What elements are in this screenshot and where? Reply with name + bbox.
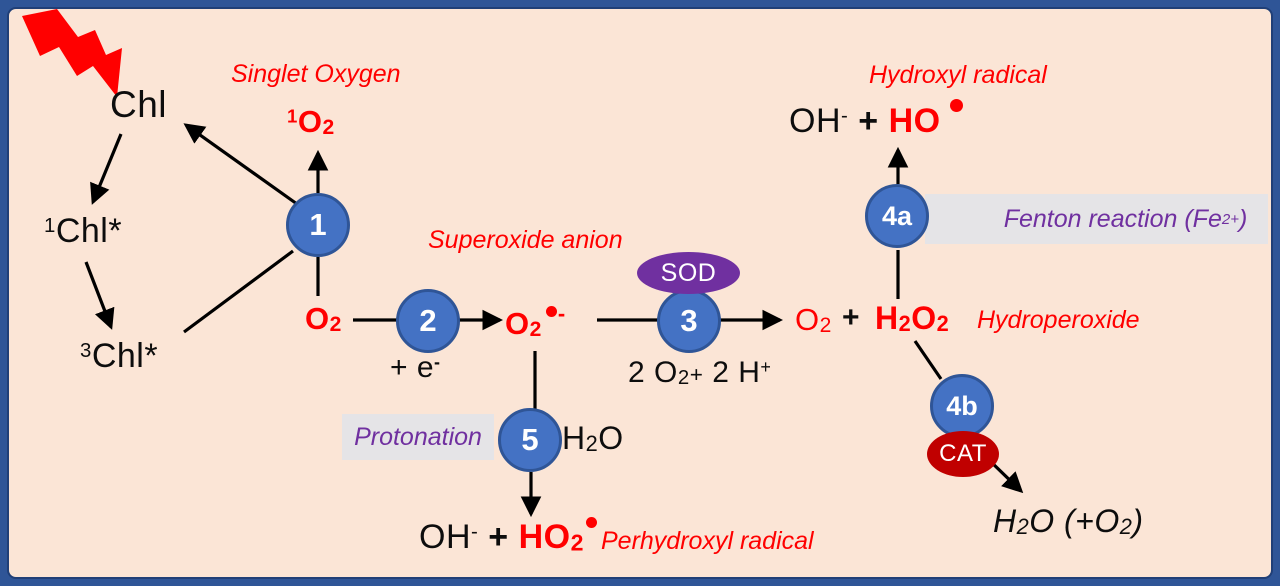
step-5-label: 5 (521, 422, 539, 457)
perhydroxyl-products-formula: OH- + HO2 (419, 517, 597, 557)
step-4a-label: 4a (881, 200, 913, 231)
fenton-text-close: ) (1238, 204, 1248, 233)
triplet-chl-node: 3Chl* (80, 337, 159, 375)
oxygen-product-formula: O2 (795, 302, 832, 338)
line-3chl-to-1 (183, 249, 294, 334)
h2o2-formula: H2O2 (875, 300, 950, 337)
step-1-label: 1 (309, 207, 327, 242)
water-formula: H2O (562, 420, 624, 457)
electron-label: + e- (390, 351, 441, 384)
fenton-superscript: 2+ (1221, 210, 1239, 228)
step-4b-label: 4b (946, 390, 978, 421)
hydroxyl-products-formula: OH- + HO (789, 99, 963, 141)
superoxide-anion-label: Superoxide anion (428, 226, 623, 254)
diagram-panel (7, 7, 1273, 579)
radical-dot-icon (949, 99, 963, 112)
perhydroxyl-radical-label: Perhydroxyl radical (601, 527, 814, 555)
plus-sign: + (842, 301, 861, 334)
step-circle-4a: 4a (865, 184, 929, 248)
hydroperoxide-label: Hydroperoxide (977, 306, 1140, 334)
chl-node: Chl (110, 84, 168, 125)
sod-label: SOD (660, 258, 717, 287)
cat-label: CAT (939, 440, 987, 467)
singlet-oxygen-label: Singlet Oxygen (231, 60, 401, 88)
step-circle-2: 2 (396, 289, 460, 353)
singlet-o2-formula: 1O2 (287, 104, 335, 140)
protonation-label: Protonation (354, 422, 482, 451)
sod-enzyme-badge: SOD (637, 252, 740, 294)
radical-dot-icon (545, 306, 557, 317)
oxygen-formula: O2 (305, 301, 342, 337)
hydroxyl-radical-label: Hydroxyl radical (869, 61, 1047, 89)
step-circle-4b: 4b (930, 374, 994, 438)
step-circle-3: 3 (657, 289, 721, 353)
singlet-chl-node: 1Chl* (44, 212, 123, 250)
protonation-tag: Protonation (342, 414, 494, 460)
arrow-1-to-chl (183, 123, 298, 206)
arrow-1chl-to-3chl (84, 261, 115, 330)
step-2-label: 2 (419, 303, 437, 338)
fenton-text: Fenton reaction (Fe (1003, 204, 1222, 233)
line-h2o2-to-4b (913, 340, 943, 380)
sod-reaction-label: 2 O2+ 2 H+ (628, 356, 772, 390)
step-3-label: 3 (680, 303, 698, 338)
radical-dot-icon (585, 517, 597, 528)
step-circle-1: 1 (286, 193, 350, 257)
superoxide-formula: O2- (505, 301, 566, 342)
water-oxygen-formula: H2O (+O2) (993, 503, 1144, 540)
cat-enzyme-badge: CAT (927, 431, 999, 477)
arrow-chl-to-1chl (90, 133, 123, 205)
lightning-bolt-icon (22, 9, 122, 97)
superoxide-charge: - (557, 301, 566, 326)
step-circle-5: 5 (498, 408, 562, 472)
